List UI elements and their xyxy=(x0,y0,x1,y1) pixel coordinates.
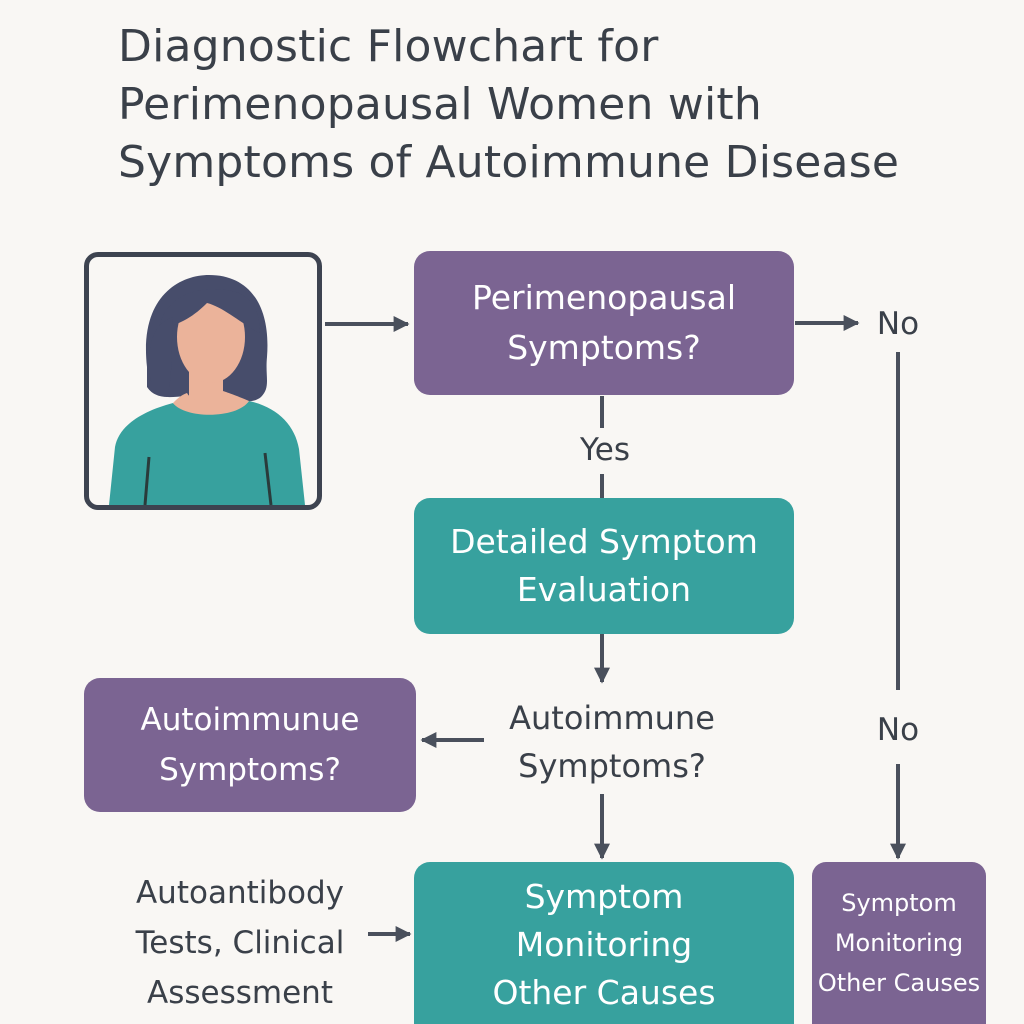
symptom-monitoring-main-box: Symptom Monitoring Other Causes xyxy=(414,862,794,1024)
detailed-evaluation-box: Detailed Symptom Evaluation xyxy=(414,498,794,634)
detailed-evaluation-label: Detailed Symptom Evaluation xyxy=(450,522,758,609)
patient-portrait xyxy=(84,252,322,510)
autoimmune-question-box: Autoimmunue Symptoms? xyxy=(84,678,416,812)
symptom-monitoring-right-box: Symptom Monitoring Other Causes xyxy=(812,862,986,1024)
title-line-3: Symptoms of Autoimmune Disease xyxy=(118,137,900,188)
perimenopausal-question-label: Perimenopausal Symptoms? xyxy=(472,278,736,367)
symptom-monitoring-right-label: Symptom Monitoring Other Causes xyxy=(817,889,981,997)
autoantibody-tests-text: Autoantibody Tests, Clinical Assessment xyxy=(135,875,345,1011)
edge-label-yes: Yes xyxy=(579,432,631,468)
autoimmune-question-box-label: Autoimmunue Symptoms? xyxy=(140,702,360,788)
symptom-monitoring-main-label: Symptom Monitoring Other Causes xyxy=(492,877,716,1012)
edge-label-no-top: No xyxy=(876,306,920,342)
perimenopausal-question-box: Perimenopausal Symptoms? xyxy=(414,251,794,395)
title-line-2: Perimenopausal Women with xyxy=(118,79,762,130)
woman-avatar-icon xyxy=(109,275,305,505)
autoimmune-question-text: Autoimmune Symptoms? xyxy=(509,699,715,785)
edge-label-no-mid: No xyxy=(876,712,920,748)
title-line-1: Diagnostic Flowchart for xyxy=(118,21,659,72)
page-title: Diagnostic Flowchart for Perimenopausal … xyxy=(118,18,998,192)
